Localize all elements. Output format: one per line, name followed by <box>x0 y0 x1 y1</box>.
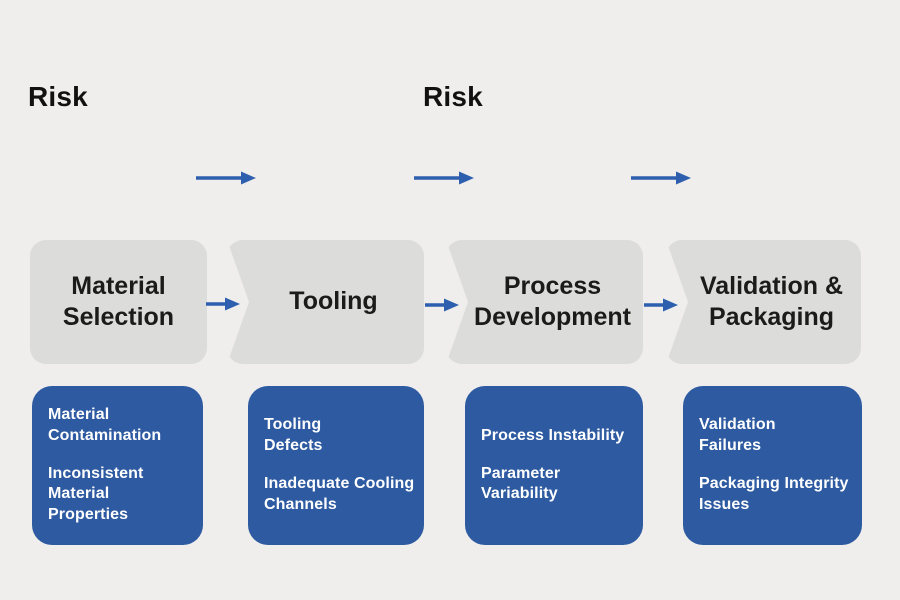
stage-label: Material Selection <box>62 271 175 332</box>
risk-item: Tooling Defects <box>264 416 323 455</box>
stage-box-validation-packaging: Validation & Packaging <box>666 240 861 364</box>
risk-heading-right: Risk <box>423 81 483 112</box>
stage-label: Process Development <box>474 271 631 332</box>
risk-box-validation-packaging: Validation Failures Packaging Integrity … <box>683 386 862 545</box>
arrow-icon <box>630 170 692 186</box>
arrow-icon <box>205 296 241 312</box>
arrow-icon <box>424 297 460 313</box>
arrow-icon <box>195 170 257 186</box>
risk-item: Material Contamination <box>48 406 162 444</box>
stage-box-material-selection: Material Selection <box>30 240 207 364</box>
risk-item: Parameter Variability <box>481 464 561 503</box>
stage-box-tooling: Tooling <box>227 240 424 364</box>
risk-item: Validation Failures <box>699 416 776 455</box>
arrow-icon <box>413 170 475 186</box>
risk-item: Inadequate Cooling Channels <box>264 475 415 513</box>
risk-heading-left: Risk <box>28 81 88 112</box>
arrow-icon <box>643 297 679 313</box>
material-container-icon <box>87 132 149 220</box>
risk-item: Inconsistent Material Properties <box>48 464 144 524</box>
stage-label: Validation & Packaging <box>699 271 844 332</box>
risk-item: Process Instability <box>481 426 625 444</box>
risk-box-process-development: Process Instability Parameter Variabilit… <box>465 386 643 545</box>
mold-press-icon <box>517 132 583 220</box>
risk-box-material-selection: Material Contamination Inconsistent Mate… <box>32 386 203 545</box>
stage-box-process-development: Process Development <box>446 240 643 364</box>
tooling-machine-icon <box>297 132 367 220</box>
risk-box-tooling: Tooling Defects Inadequate Cooling Chann… <box>248 386 424 545</box>
stage-label: Tooling <box>289 287 378 316</box>
gear-impeller-icon <box>734 139 806 211</box>
risk-item: Packaging Integrity Issues <box>699 475 849 513</box>
